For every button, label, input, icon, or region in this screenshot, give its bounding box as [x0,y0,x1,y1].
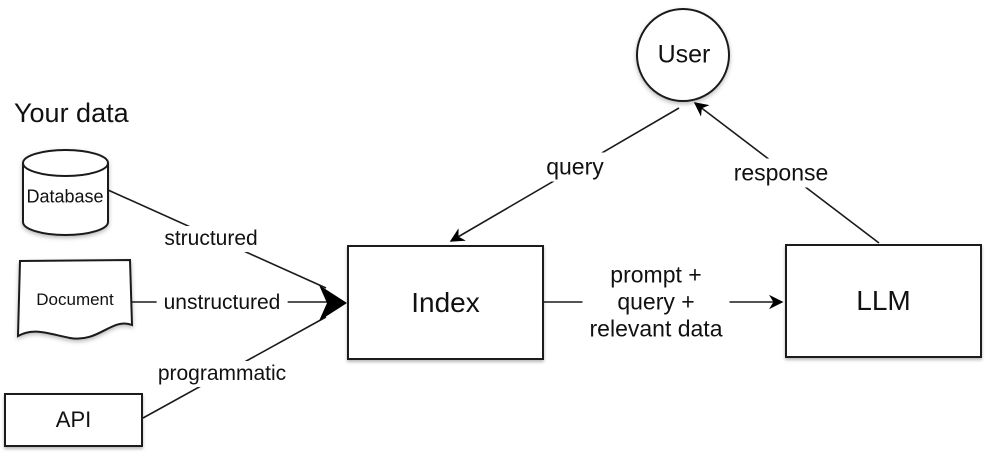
edge-label-response: response [726,158,836,188]
document-sheet-icon [16,258,134,340]
edge-label-query: query [539,152,611,182]
llm-node: LLM [785,244,982,358]
index-node-label: Index [411,286,480,318]
edge-index-arrowhead [319,285,347,321]
edge-label-prompt-line-2: query + [617,288,695,315]
edge-label-unstructured: unstructured [156,290,288,316]
api-node: API [4,393,143,447]
user-circle [636,8,730,102]
your-data-heading: Your data [14,98,129,128]
edge-label-prompt-line-3: relevant data [589,315,723,342]
database-node-label: Database [26,186,104,207]
edge-label-prompt: prompt + query + relevant data [582,260,730,344]
user-node-label: User [657,40,711,69]
edge-label-prompt-line-1: prompt + [610,261,702,288]
edge-label-structured: structured [157,226,265,252]
llm-node-label: LLM [856,285,911,316]
edge-label-programmatic: programmatic [150,361,294,387]
document-node-label: Document [36,290,114,309]
node-shapes [16,8,730,340]
index-node: Index [347,245,544,360]
database-cylinder-icon [22,149,109,236]
api-node-label: API [55,407,92,432]
